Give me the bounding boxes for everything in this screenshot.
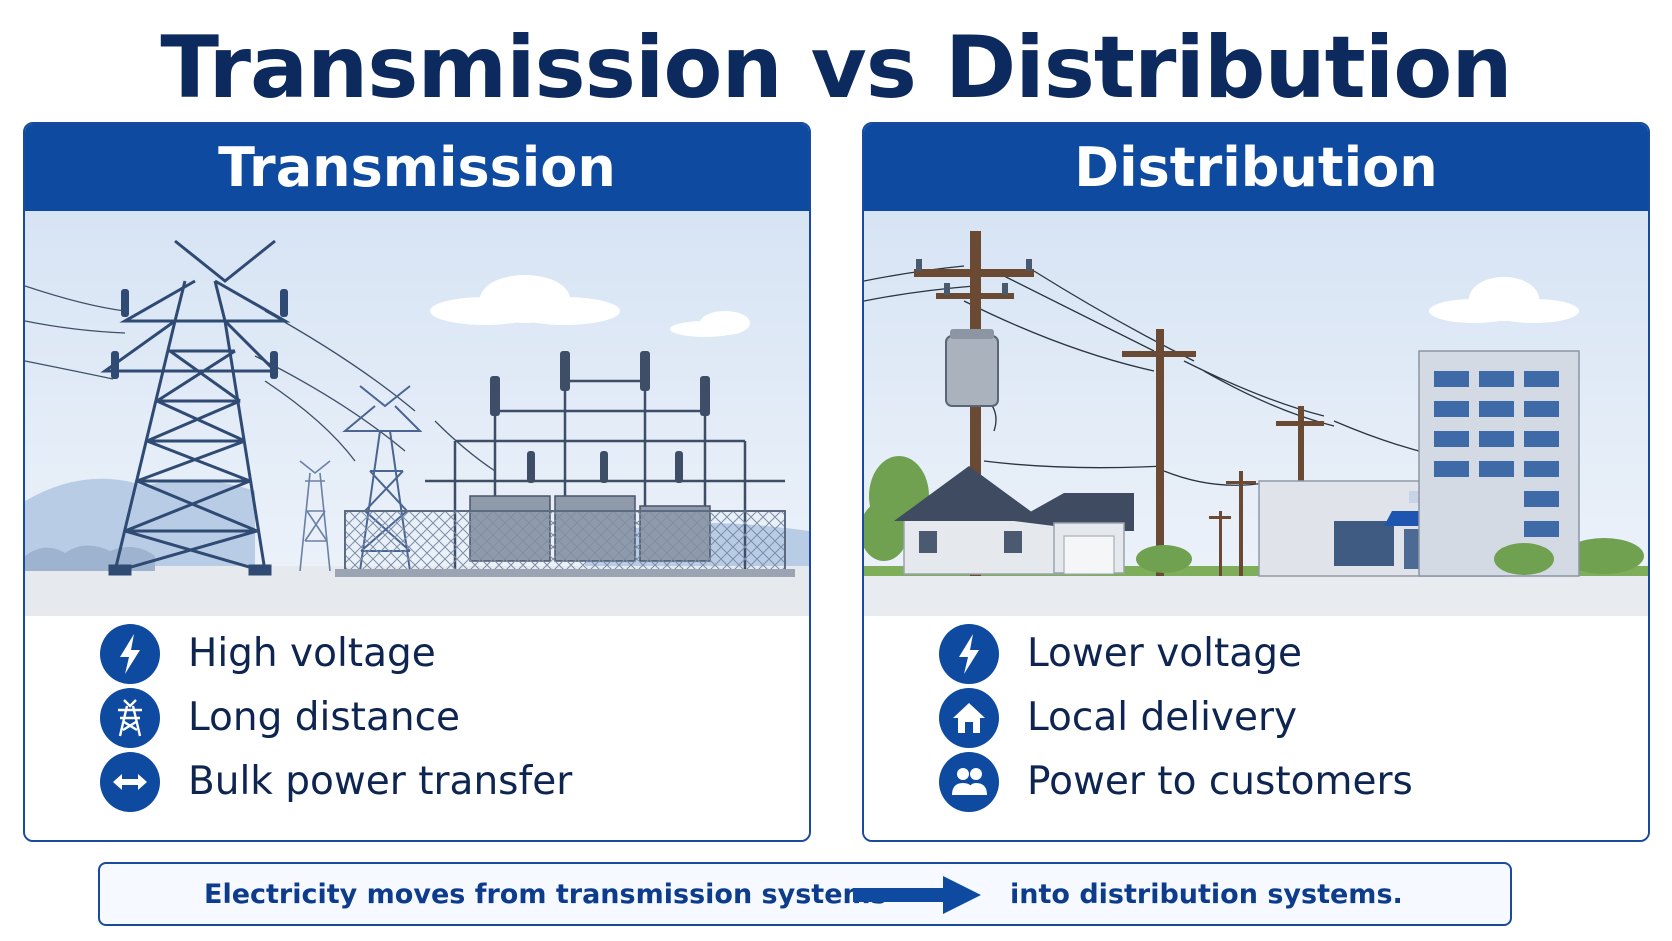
- feature-long-distance: Long distance: [100, 688, 780, 752]
- distribution-features: Lower voltage Local delivery Power to: [864, 616, 1648, 840]
- footer-banner: Electricity moves from transmission syst…: [98, 862, 1512, 926]
- feature-label: Local delivery: [1027, 695, 1298, 740]
- double-arrow-icon: [100, 752, 160, 812]
- page-title: Transmission vs Distribution: [160, 18, 1512, 118]
- distribution-panel: Distribution: [862, 122, 1650, 842]
- house: [894, 466, 1134, 575]
- house-icon: [939, 688, 999, 748]
- right-arrow-icon: [853, 874, 983, 920]
- transmission-tower-icon: [100, 688, 160, 748]
- cloud-icon: [1429, 277, 1579, 323]
- transmission-illustration: [25, 211, 809, 616]
- feature-label: Lower voltage: [1027, 631, 1302, 676]
- transmission-header: Transmission: [25, 124, 809, 211]
- feature-bulk-power: Bulk power transfer: [100, 752, 780, 816]
- feature-label: High voltage: [188, 631, 436, 676]
- cloud-icon: [430, 275, 750, 337]
- footer-right-text: into distribution systems.: [1010, 879, 1403, 910]
- distribution-header: Distribution: [864, 124, 1648, 211]
- lightning-bolt-icon: [939, 624, 999, 684]
- feature-lower-voltage: Lower voltage: [939, 624, 1619, 688]
- feature-label: Bulk power transfer: [188, 759, 573, 804]
- distribution-illustration: [864, 211, 1648, 616]
- office-building: [1418, 350, 1580, 577]
- feature-high-voltage: High voltage: [100, 624, 780, 688]
- people-icon: [939, 752, 999, 812]
- lightning-bolt-icon: [100, 624, 160, 684]
- utility-pole: [914, 231, 1034, 576]
- feature-label: Power to customers: [1027, 759, 1413, 804]
- footer-left-text: Electricity moves from transmission syst…: [204, 879, 887, 910]
- transmission-features: High voltage Long distance: [25, 616, 809, 840]
- transmission-tower: [100, 239, 291, 576]
- feature-power-to-customers: Power to customers: [939, 752, 1619, 816]
- feature-local-delivery: Local delivery: [939, 688, 1619, 752]
- feature-label: Long distance: [188, 695, 461, 740]
- transmission-panel: Transmission: [23, 122, 811, 842]
